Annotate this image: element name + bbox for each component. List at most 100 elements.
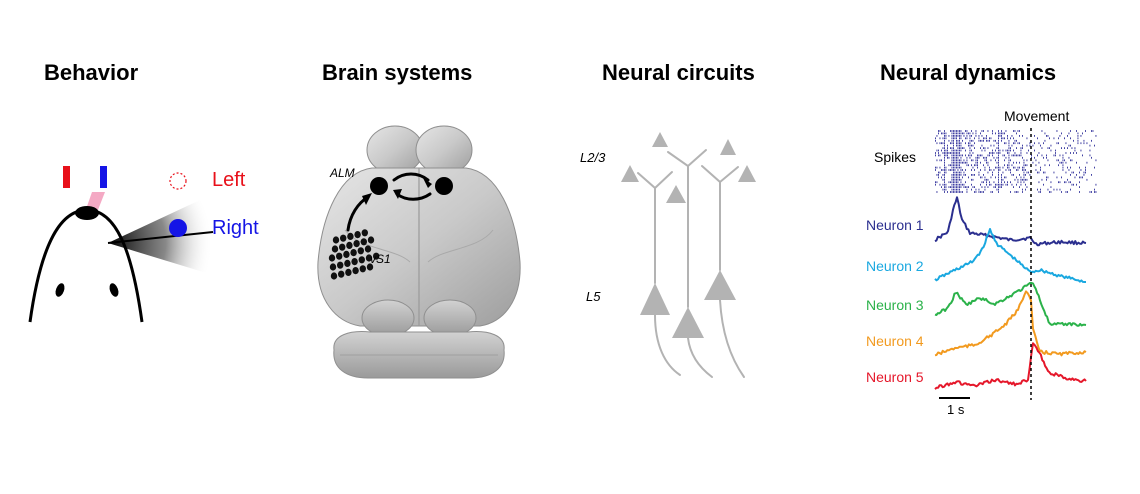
spike-tick xyxy=(1062,161,1064,164)
spike-tick xyxy=(978,156,980,159)
spike-tick xyxy=(998,152,999,154)
spike-tick xyxy=(1035,159,1037,162)
spike-tick xyxy=(969,139,971,142)
spike-tick xyxy=(1035,169,1037,171)
spike-tick xyxy=(1050,149,1052,152)
spike-tick xyxy=(945,135,947,137)
spike-tick xyxy=(960,144,962,147)
spike-tick xyxy=(954,135,956,137)
spikes-label: Spikes xyxy=(874,149,917,165)
spike-tick xyxy=(953,147,954,149)
spike-tick xyxy=(974,169,975,171)
spike-tick xyxy=(957,166,959,169)
spike-tick xyxy=(998,149,999,152)
spike-tick xyxy=(971,130,972,132)
spike-tick xyxy=(1091,139,1092,142)
spike-tick xyxy=(1017,166,1019,169)
right-target-icon xyxy=(169,219,187,237)
dendrite-branch-3 xyxy=(719,166,739,183)
spike-tick xyxy=(1055,154,1056,157)
right-port-icon xyxy=(100,166,107,188)
spike-tick xyxy=(959,152,960,154)
spike-tick xyxy=(1056,188,1058,191)
spike-tick xyxy=(1017,154,1019,157)
spike-tick xyxy=(1002,166,1004,169)
spike-tick xyxy=(1070,152,1071,154)
spike-tick xyxy=(959,144,960,147)
spike-tick xyxy=(974,191,975,193)
spike-tick xyxy=(1058,142,1059,145)
spike-tick xyxy=(1026,186,1028,188)
l5-neuron-3 xyxy=(704,270,736,300)
spike-tick xyxy=(957,176,959,179)
spike-tick xyxy=(944,137,945,140)
spike-tick xyxy=(999,132,1001,135)
spike-tick xyxy=(1041,178,1043,181)
spike-tick xyxy=(945,186,947,188)
spike-tick xyxy=(956,188,957,191)
spike-tick xyxy=(975,156,977,159)
spike-tick xyxy=(1076,183,1077,186)
spike-tick xyxy=(1073,183,1074,186)
spike-tick xyxy=(1020,149,1022,152)
spike-tick xyxy=(948,181,950,184)
spike-tick xyxy=(1070,188,1071,191)
barrel xyxy=(345,268,352,276)
neuron-5-label: Neuron 5 xyxy=(866,369,924,385)
spike-tick xyxy=(953,188,954,191)
spike-tick xyxy=(983,139,984,142)
spike-tick xyxy=(972,132,974,135)
spike-tick xyxy=(981,154,983,157)
spike-tick xyxy=(969,135,971,137)
spike-tick xyxy=(959,166,960,169)
spike-tick xyxy=(959,130,960,132)
spike-tick xyxy=(992,154,993,157)
spike-tick xyxy=(998,156,999,159)
spike-tick xyxy=(987,186,989,188)
spike-tick xyxy=(989,183,990,186)
spike-tick xyxy=(1025,164,1026,167)
spike-tick xyxy=(981,139,983,142)
spike-tick xyxy=(998,166,999,169)
spike-tick xyxy=(960,147,962,149)
spike-tick xyxy=(936,181,938,184)
spike-tick xyxy=(956,149,957,152)
spike-tick xyxy=(951,139,953,142)
spike-tick xyxy=(981,130,983,132)
spike-tick xyxy=(1002,154,1004,157)
spike-tick xyxy=(965,130,966,132)
spike-tick xyxy=(1047,188,1049,191)
spike-tick xyxy=(995,183,996,186)
spike-tick xyxy=(1004,132,1005,135)
neuron-2-label: Neuron 2 xyxy=(866,258,924,274)
spike-tick xyxy=(1019,135,1020,137)
spike-tick xyxy=(999,152,1001,154)
spike-tick xyxy=(978,137,980,140)
spike-tick xyxy=(1077,137,1079,140)
spike-tick xyxy=(998,139,999,142)
spike-tick xyxy=(968,176,969,179)
spike-tick xyxy=(957,152,959,154)
spike-tick xyxy=(957,156,959,159)
spike-tick xyxy=(938,132,939,135)
spike-tick xyxy=(1010,137,1011,140)
spike-tick xyxy=(972,152,974,154)
spike-tick xyxy=(951,156,953,159)
spike-tick xyxy=(945,154,947,157)
alm-left-dot xyxy=(370,177,388,195)
spike-raster xyxy=(935,130,1097,193)
spike-tick xyxy=(975,161,977,164)
spike-tick xyxy=(1058,164,1059,167)
spike-tick xyxy=(1013,149,1014,152)
spike-tick xyxy=(1017,178,1019,181)
spike-tick xyxy=(1050,191,1052,193)
spike-tick xyxy=(987,164,989,167)
spike-tick xyxy=(1086,161,1088,164)
spike-tick xyxy=(998,174,999,176)
barrel xyxy=(360,238,367,246)
spike-tick xyxy=(1065,161,1067,164)
spike-tick xyxy=(993,144,995,147)
spike-tick xyxy=(953,139,954,142)
spike-tick xyxy=(989,169,990,171)
spike-tick xyxy=(1064,147,1065,149)
